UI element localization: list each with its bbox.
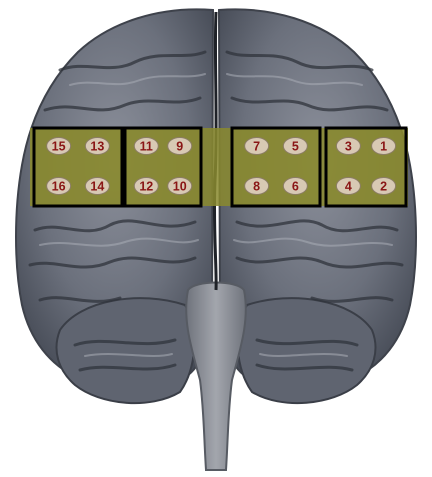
brain-stem bbox=[186, 283, 246, 471]
electrode-label: 12 bbox=[139, 180, 153, 194]
electrode-label: 15 bbox=[52, 140, 66, 154]
electrode-label: 7 bbox=[253, 140, 260, 154]
electrode-label: 13 bbox=[90, 140, 104, 154]
electrode-label: 5 bbox=[292, 140, 299, 154]
electrode-block-3: 7 5 8 6 bbox=[232, 128, 320, 206]
electrode-label: 1 bbox=[380, 140, 387, 154]
electrode-label: 8 bbox=[253, 180, 260, 194]
electrode-block-frame bbox=[232, 128, 320, 206]
electrode-label: 2 bbox=[380, 180, 387, 194]
electrode-block-1: 15 13 16 14 bbox=[34, 128, 122, 206]
cerebellum-right bbox=[238, 298, 376, 403]
electrode-label: 16 bbox=[52, 180, 66, 194]
electrode-label: 9 bbox=[176, 140, 183, 154]
electrode-block-frame bbox=[125, 128, 201, 206]
electrode-label: 6 bbox=[292, 180, 299, 194]
electrode-label: 11 bbox=[140, 140, 153, 154]
electrode-block-frame bbox=[34, 128, 122, 206]
electrode-label: 4 bbox=[345, 180, 352, 194]
electrode-block-2: 11 9 12 10 bbox=[125, 128, 201, 206]
electrode-block-4: 3 1 4 2 bbox=[326, 128, 406, 206]
electrode-label: 14 bbox=[90, 180, 104, 194]
cerebellum-left bbox=[56, 298, 194, 403]
electrode-label: 10 bbox=[173, 180, 187, 194]
electrode-label: 3 bbox=[345, 140, 352, 154]
electrode-block-frame bbox=[326, 128, 406, 206]
